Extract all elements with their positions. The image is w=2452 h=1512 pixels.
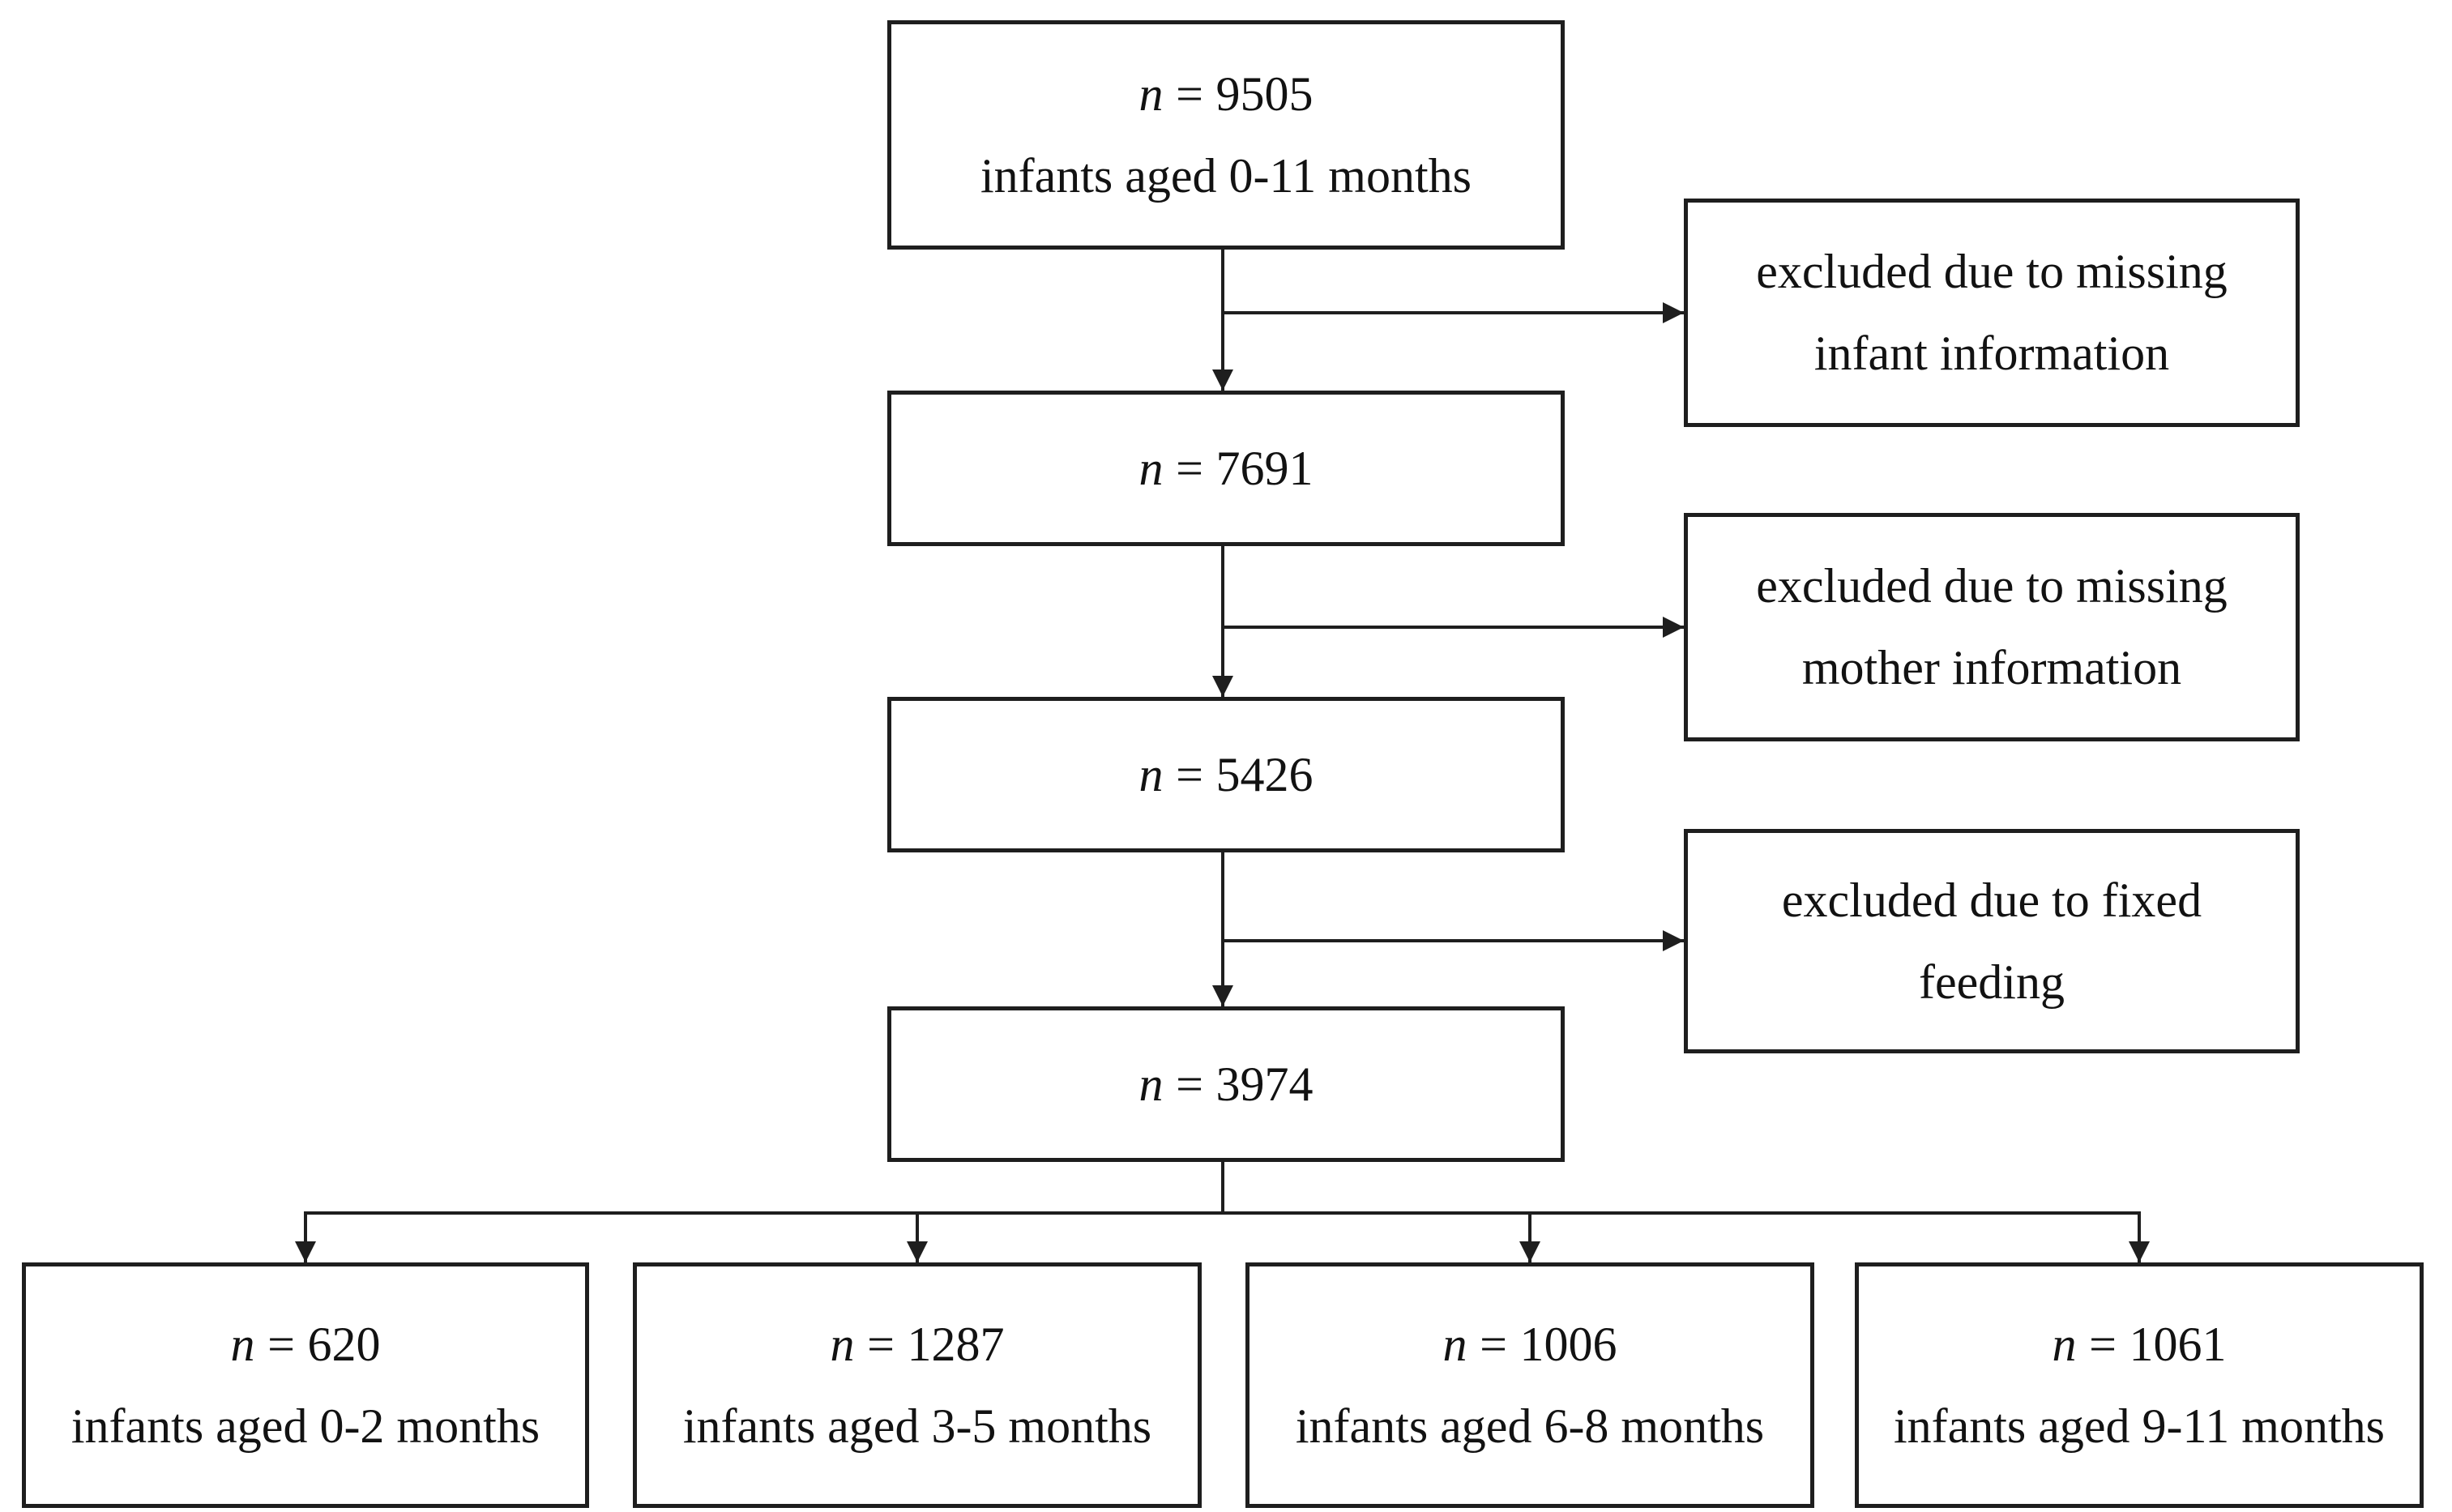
n-count: 9505 [1215, 66, 1314, 121]
sample-size: n=9505 [1138, 66, 1313, 122]
exclusion-reason-line2: feeding [1919, 955, 2065, 1009]
excluded-box-fixed-feeding: excluded due to fixed feeding [1684, 829, 2300, 1053]
n-variable: n [1442, 1317, 1467, 1371]
connector-line [1221, 939, 1684, 942]
exclusion-reason-line2: mother information [1801, 641, 2182, 694]
connector-line [304, 1211, 307, 1262]
n-count: 1287 [907, 1317, 1005, 1371]
stage-box-after-infant-exclusion: n=7691 [887, 391, 1565, 546]
n-variable: n [1138, 1057, 1164, 1111]
n-variable: n [1138, 66, 1164, 121]
n-variable: n [1138, 441, 1164, 495]
n-count: 1061 [2129, 1317, 2227, 1371]
connector-line [1528, 1211, 1531, 1262]
connector-line [1221, 250, 1224, 391]
arrowhead-down-icon [1519, 1241, 1540, 1262]
connector-line [1221, 1162, 1224, 1215]
sample-size: n=7691 [1138, 441, 1313, 497]
arrowhead-down-icon [1212, 676, 1233, 697]
equals-sign: = [1480, 1317, 1507, 1371]
exclusion-reason-line1: excluded due to missing [1756, 245, 2228, 298]
arrowhead-right-icon [1663, 617, 1684, 638]
equals-sign: = [867, 1317, 895, 1371]
n-count: 3974 [1215, 1057, 1314, 1111]
arrowhead-down-icon [2129, 1241, 2150, 1262]
sample-size: n=3974 [1138, 1057, 1313, 1113]
sample-size: n=1061 [2052, 1317, 2226, 1373]
age-label: infants aged 9-11 months [1893, 1399, 2385, 1453]
equals-sign: = [1176, 1057, 1203, 1111]
exclusion-reason-line1: excluded due to fixed [1781, 873, 2202, 927]
sample-size: n=5426 [1138, 747, 1313, 803]
n-count: 5426 [1215, 747, 1314, 801]
group-box-3-5-months: n=1287 infants aged 3-5 months [633, 1262, 1202, 1508]
age-label: infants aged 0-2 months [70, 1399, 540, 1453]
n-count: 620 [307, 1317, 381, 1371]
group-box-0-2-months: n=620 infants aged 0-2 months [22, 1262, 589, 1508]
age-label: infants aged 6-8 months [1295, 1399, 1765, 1453]
sample-size: n=1287 [830, 1317, 1004, 1373]
connector-line [304, 1211, 2141, 1215]
age-label: infants aged 3-5 months [682, 1399, 1152, 1453]
age-label: infants aged 0-11 months [980, 148, 1472, 203]
connector-line [1221, 311, 1684, 314]
stage-box-final-sample: n=3974 [887, 1006, 1565, 1162]
equals-sign: = [1176, 747, 1203, 801]
stage-box-all-infants: n=9505 infants aged 0-11 months [887, 20, 1565, 250]
connector-line [1221, 626, 1684, 629]
connector-line [2138, 1211, 2141, 1262]
n-variable: n [230, 1317, 255, 1371]
n-count: 7691 [1215, 441, 1314, 495]
group-box-6-8-months: n=1006 infants aged 6-8 months [1245, 1262, 1814, 1508]
excluded-box-infant-information: excluded due to missing infant informati… [1684, 199, 2300, 427]
arrowhead-right-icon [1663, 930, 1684, 951]
arrowhead-down-icon [907, 1241, 928, 1262]
connector-line [1221, 852, 1224, 1006]
equals-sign: = [2089, 1317, 2117, 1371]
n-variable: n [830, 1317, 855, 1371]
exclusion-reason-line2: infant information [1813, 327, 2170, 380]
connector-line [1221, 546, 1224, 697]
group-box-9-11-months: n=1061 infants aged 9-11 months [1855, 1262, 2424, 1508]
stage-box-after-mother-exclusion: n=5426 [887, 697, 1565, 852]
connector-line [916, 1211, 919, 1262]
arrowhead-down-icon [1212, 985, 1233, 1006]
n-variable: n [1138, 747, 1164, 801]
equals-sign: = [1176, 66, 1203, 121]
excluded-box-mother-information: excluded due to missing mother informati… [1684, 513, 2300, 741]
arrowhead-down-icon [1212, 369, 1233, 391]
arrowhead-down-icon [295, 1241, 316, 1262]
sample-size: n=620 [230, 1317, 380, 1373]
n-variable: n [2052, 1317, 2077, 1371]
equals-sign: = [1176, 441, 1203, 495]
n-count: 1006 [1519, 1317, 1617, 1371]
sample-size: n=1006 [1442, 1317, 1617, 1373]
exclusion-reason-line1: excluded due to missing [1756, 559, 2228, 613]
equals-sign: = [267, 1317, 295, 1371]
arrowhead-right-icon [1663, 302, 1684, 323]
